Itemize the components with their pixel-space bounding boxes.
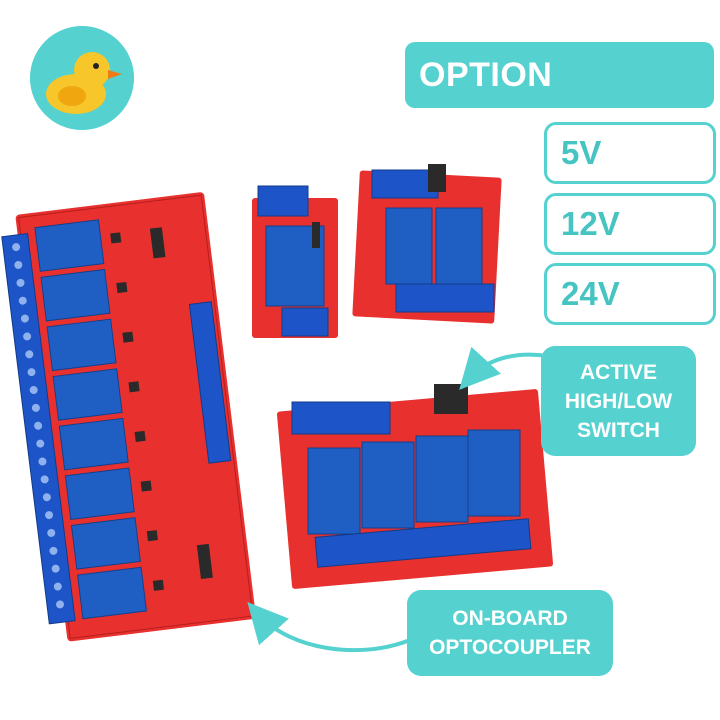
arrow-to-switch xyxy=(459,346,549,390)
option-12v[interactable]: 12V xyxy=(544,193,716,255)
callout-active-switch: ACTIVE HIGH/LOW SWITCH xyxy=(541,346,696,456)
option-title: OPTION xyxy=(405,42,714,108)
brand-logo xyxy=(30,26,134,130)
option-24v[interactable]: 24V xyxy=(544,263,716,325)
callout-optocoupler: ON-BOARD OPTOCOUPLER xyxy=(407,590,613,676)
relay-board-2-channel xyxy=(352,164,502,324)
duck-icon xyxy=(30,26,134,130)
callout-line: HIGH/LOW xyxy=(564,389,673,413)
option-5v[interactable]: 5V xyxy=(544,122,716,184)
arrow-to-optocoupler xyxy=(247,602,411,653)
relay-board-1-channel xyxy=(252,185,338,338)
callout-line: ACTIVE xyxy=(579,360,657,384)
relay-board-4-channel xyxy=(276,384,554,589)
callout-line: OPTOCOUPLER xyxy=(429,636,591,659)
relay-board-8-channel xyxy=(1,192,256,642)
callout-line: SWITCH xyxy=(577,418,660,442)
callout-line: ON-BOARD xyxy=(452,607,568,630)
